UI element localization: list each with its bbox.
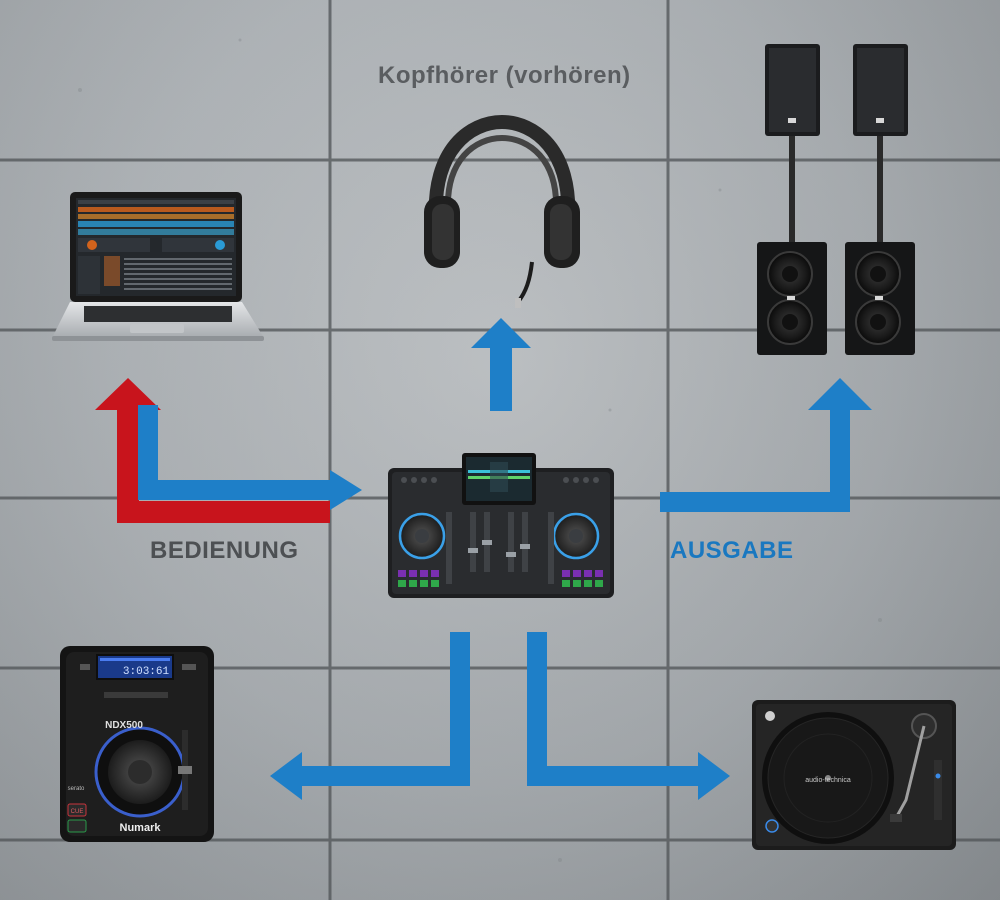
turntable-brand: audio-technica <box>805 777 851 784</box>
cd-player-cue-label: CUE <box>71 809 84 815</box>
arrow-blue-output-head <box>808 378 872 410</box>
dj-controller <box>388 453 614 598</box>
output-label: AUSGABE <box>670 537 794 564</box>
arrow-blue-headphones-shaft <box>490 345 512 411</box>
arrow-blue-turntable <box>527 632 700 786</box>
arrow-blue-cd <box>300 632 470 786</box>
control-label: BEDIENUNG <box>150 537 299 564</box>
arrow-blue-control-head <box>330 470 362 510</box>
cd-player-side-brand: serato <box>68 786 85 792</box>
cd-player-model: NDX500 <box>105 720 143 731</box>
cd-player-time: 3:03:61 <box>123 666 170 678</box>
headphones <box>424 114 580 308</box>
arrow-red-head <box>95 378 161 410</box>
arrow-blue-cd-head <box>270 752 302 800</box>
laptop <box>52 192 264 341</box>
turntable <box>752 700 956 850</box>
arrow-blue-headphones-head <box>471 318 531 348</box>
headphones-label: Kopfhörer (vorhören) <box>378 62 631 89</box>
cd-player <box>60 646 214 842</box>
arrow-blue-output <box>660 408 850 512</box>
cd-player-brand: Numark <box>120 822 162 834</box>
pa-speakers <box>757 44 915 355</box>
arrow-blue-control <box>138 405 332 500</box>
arrow-red-control <box>117 408 330 523</box>
arrow-blue-turntable-head <box>698 752 730 800</box>
